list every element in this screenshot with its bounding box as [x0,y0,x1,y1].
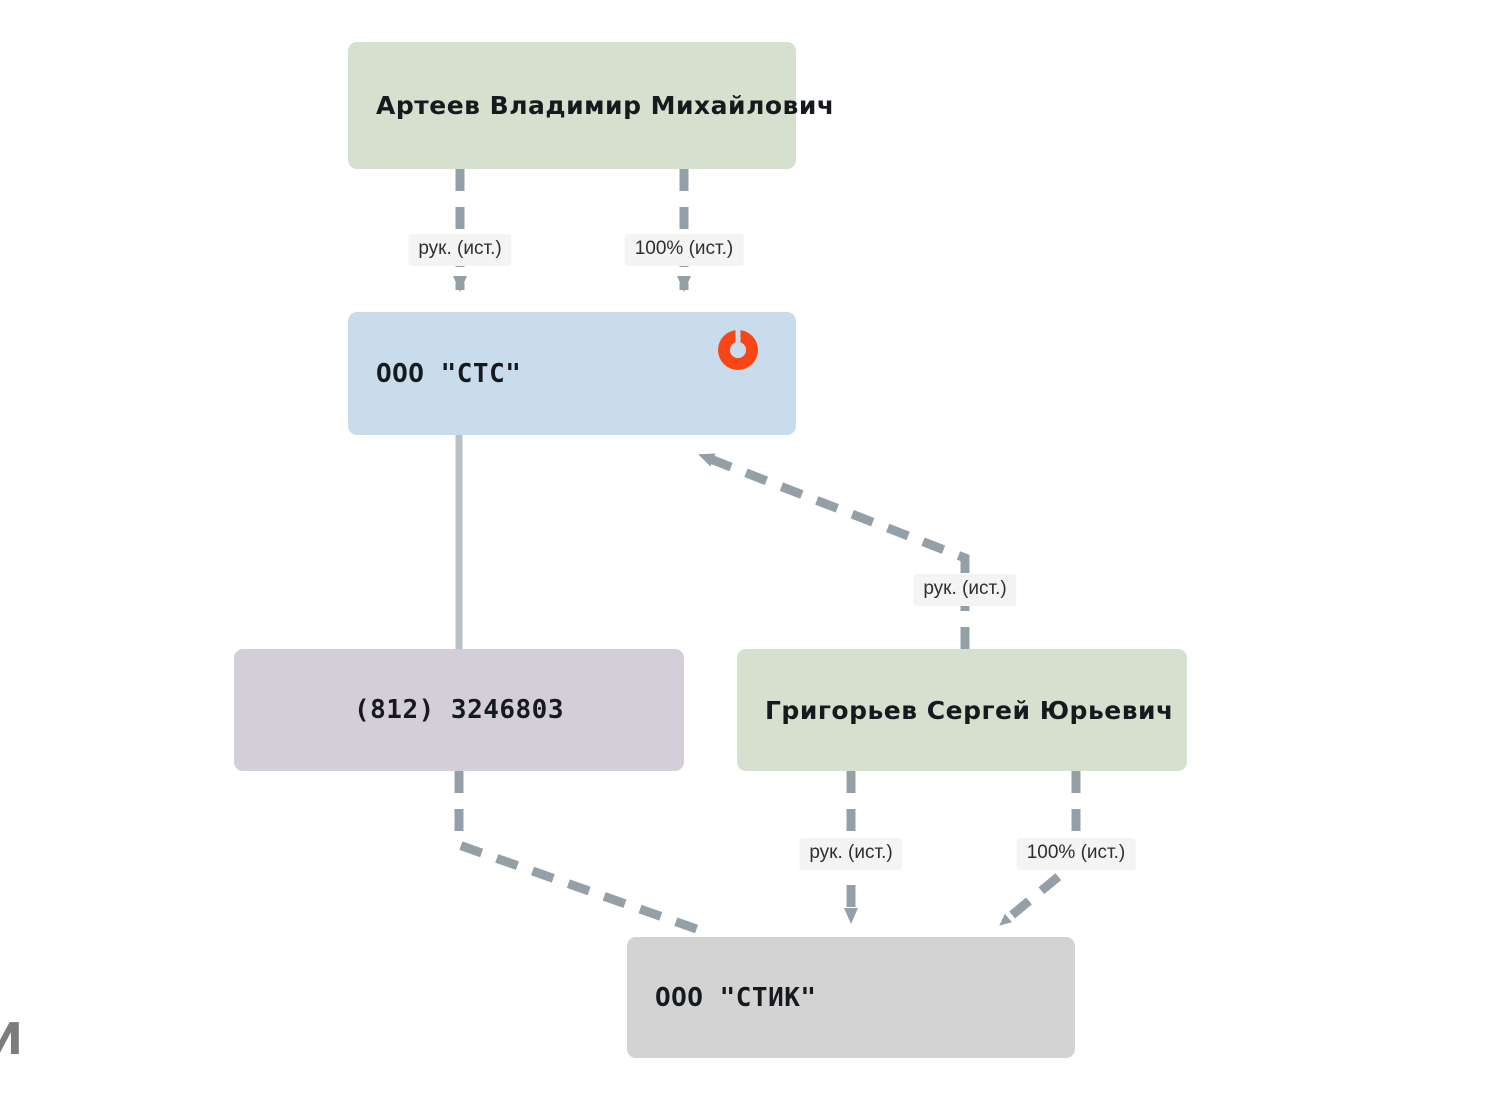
node-person-arteev[interactable]: Артеев Владимир Михайлович [348,42,834,169]
node-company-stik[interactable]: ООО "СТИК" [627,937,1075,1058]
node-person-grigorev[interactable]: Григорьев Сергей Юрьевич [737,649,1187,771]
edge-label-arteev-sts-ruk: рук. (ист.) [408,234,512,266]
node-label: ООО "СТИК" [655,982,817,1013]
node-phone[interactable]: (812) 3246803 [234,649,684,771]
edge-label-grigorev-sts-ruk: рук. (ист.) [913,574,1017,606]
edge-label-grigorev-stik-100: 100% (ист.) [1016,838,1136,870]
node-label: ООО "СТС" [376,358,522,389]
edge-label-grigorev-stik-ruk: рук. (ист.) [799,838,903,870]
edge-grigorev-sts-ruk [698,450,970,649]
node-label: Артеев Владимир Михайлович [376,91,835,120]
clipped-text-fragment: И [0,1014,23,1065]
node-label: Григорьев Сергей Юрьевич [765,695,1174,725]
edge-phone-stik [454,771,707,937]
node-company-sts[interactable]: ООО "СТС" [348,312,796,435]
brand-ring-icon [718,328,758,370]
edge-label-arteev-sts-100: 100% (ист.) [624,234,744,266]
node-label: (812) 3246803 [354,695,564,725]
